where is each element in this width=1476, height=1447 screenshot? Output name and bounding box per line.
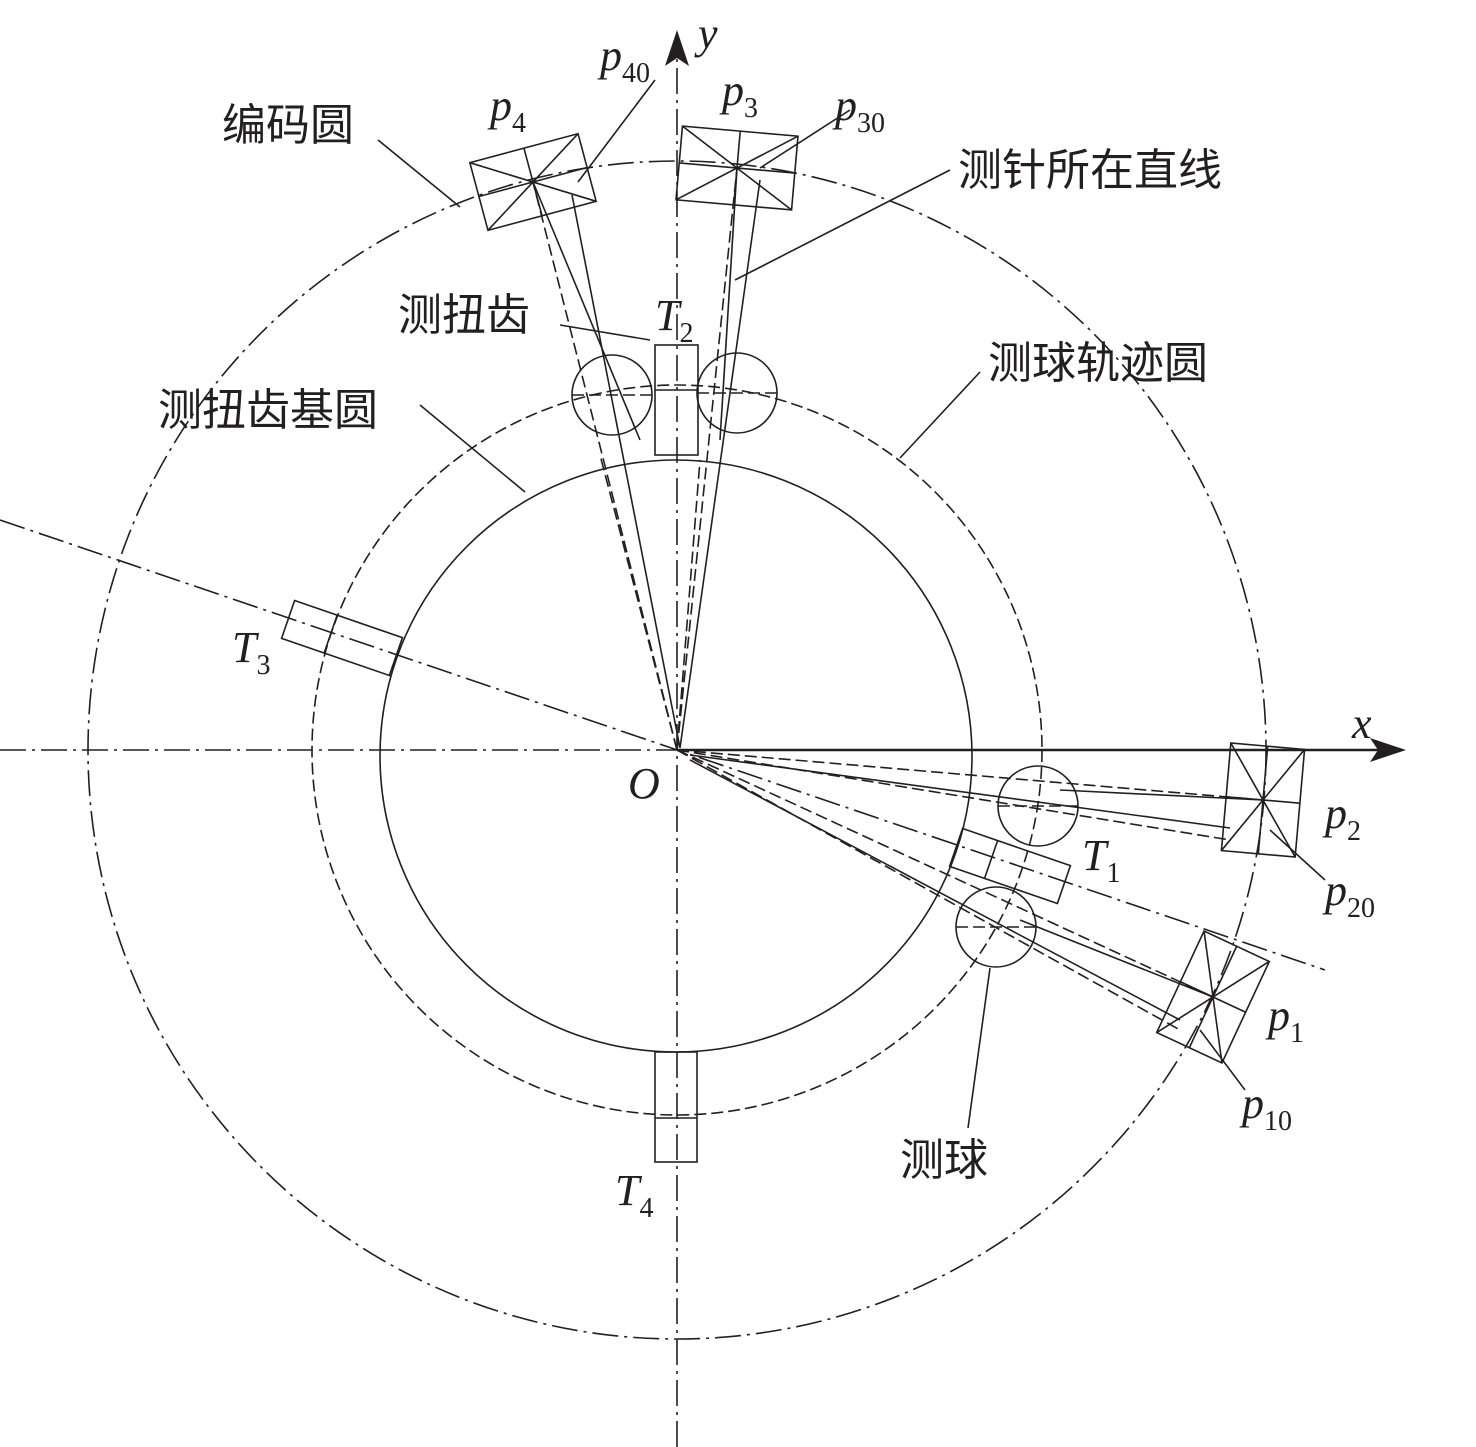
y-axis-label: y [694,9,718,58]
encoder-square-p4 [468,132,598,232]
probe-line-label: 测针所在直线 [958,145,1222,196]
code-circle-label: 编码圆 [222,100,354,151]
x-axis-label: x [1351,699,1372,748]
probe-stems [532,167,1264,1021]
probe-ball [955,886,1037,968]
tooth-t1 [948,827,1072,905]
point-p3-label: p3 [719,66,758,124]
x-axis-arrow-icon [1370,738,1406,762]
encoder-square-p1 [1155,929,1271,1065]
tooth-t4-label: T4 [615,1166,653,1224]
point-p40-label: p40 [597,31,650,89]
tooth-t3 [280,599,404,677]
tooth-t2-label: T2 [655,291,693,349]
point-p2-label: p2 [1322,789,1361,847]
ball-track-circle-label: 测球轨迹圆 [988,338,1208,389]
probe-ball [997,765,1079,847]
torsion-base-circle-label: 测扭齿基圆 [158,385,378,436]
torsion-base-circle [379,459,973,1053]
encoder-square-p3 [675,125,799,211]
origin-label: O [628,759,660,808]
slanted-centerline [0,519,1326,971]
point-p4-label: p4 [487,81,526,139]
tooth-t4 [654,1051,698,1163]
point-p30-label: p30 [832,81,885,139]
tooth-t1-label: T1 [1082,831,1120,889]
point-p1-label: p1 [1265,991,1304,1049]
probe-ball-label: 测球 [900,1135,988,1186]
encoder-square-p2 [1220,742,1306,858]
point-p10-label: p10 [1239,1079,1292,1137]
leader-lines [377,79,1326,1129]
torsion-tooth-label: 测扭齿 [398,290,530,341]
y-axis-arrow-icon [665,30,689,66]
probe-lines [532,167,1264,1031]
probe-ball [571,354,653,436]
point-p20-label: p20 [1322,866,1375,924]
probe-ball [696,352,778,434]
tooth-t3-label: T3 [232,623,270,681]
